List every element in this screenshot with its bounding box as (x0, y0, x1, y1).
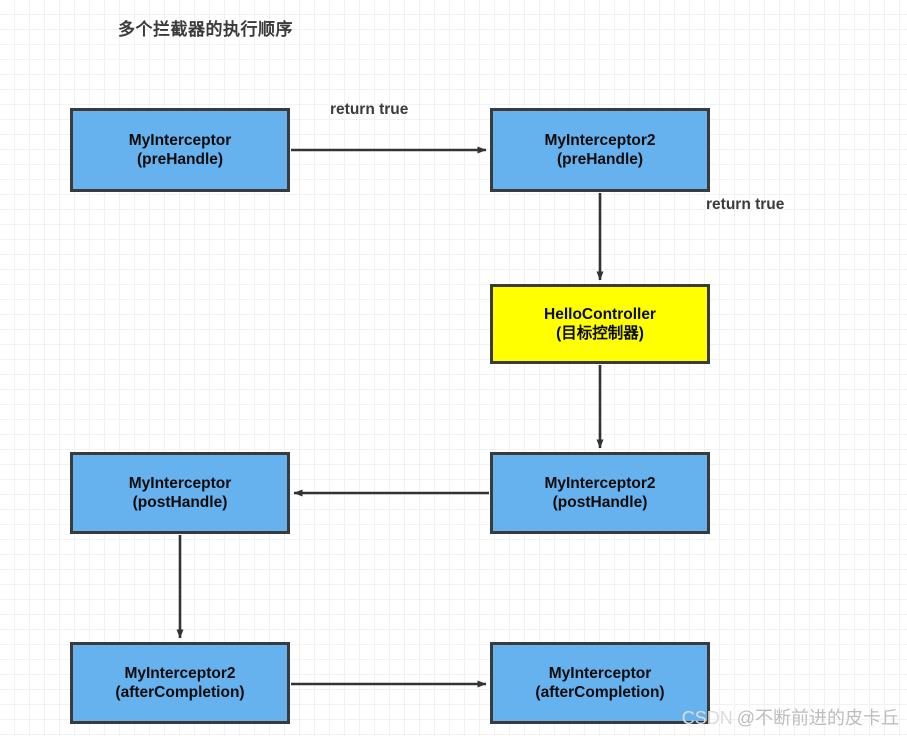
node-label-line1: MyInterceptor2 (124, 664, 236, 682)
edge-label-return-true-2: return true (706, 196, 785, 213)
node-label-line2: (preHandle) (136, 151, 224, 168)
node-hellocontroller[interactable]: HelloController (目标控制器) (490, 284, 710, 364)
node-label-line2: (afterCompletion) (115, 684, 245, 701)
node-label-line1: MyInterceptor2 (544, 474, 656, 492)
edge-label-return-true-1: return true (330, 101, 409, 118)
node-label-line2: (preHandle) (556, 151, 644, 168)
node-label-line2: (afterCompletion) (535, 684, 665, 701)
node-label-line1: MyInterceptor (128, 131, 232, 149)
watermark-user: @不断前进的皮卡丘 (736, 708, 899, 728)
page-title: 多个拦截器的执行顺序 (118, 20, 293, 39)
node-label-line1: MyInterceptor (548, 664, 652, 682)
node-myinterceptor-prehandle[interactable]: MyInterceptor (preHandle) (70, 108, 290, 192)
node-myinterceptor2-prehandle[interactable]: MyInterceptor2 (preHandle) (490, 108, 710, 192)
node-label-line1: MyInterceptor2 (544, 131, 656, 149)
node-label-line2: (postHandle) (552, 494, 648, 511)
node-myinterceptor2-posthandle[interactable]: MyInterceptor2 (postHandle) (490, 452, 710, 534)
watermark: CSDN@不断前进的皮卡丘 (682, 704, 899, 730)
node-label-line1: MyInterceptor (128, 474, 232, 492)
node-myinterceptor2-aftercompletion[interactable]: MyInterceptor2 (afterCompletion) (70, 642, 290, 724)
watermark-site: CSDN (681, 708, 733, 728)
node-myinterceptor-aftercompletion[interactable]: MyInterceptor (afterCompletion) (490, 642, 710, 724)
node-label-line2: (postHandle) (132, 494, 228, 511)
node-label-line1: HelloController (544, 305, 656, 323)
node-myinterceptor-posthandle[interactable]: MyInterceptor (postHandle) (70, 452, 290, 534)
node-label-line2: (目标控制器) (556, 325, 644, 342)
